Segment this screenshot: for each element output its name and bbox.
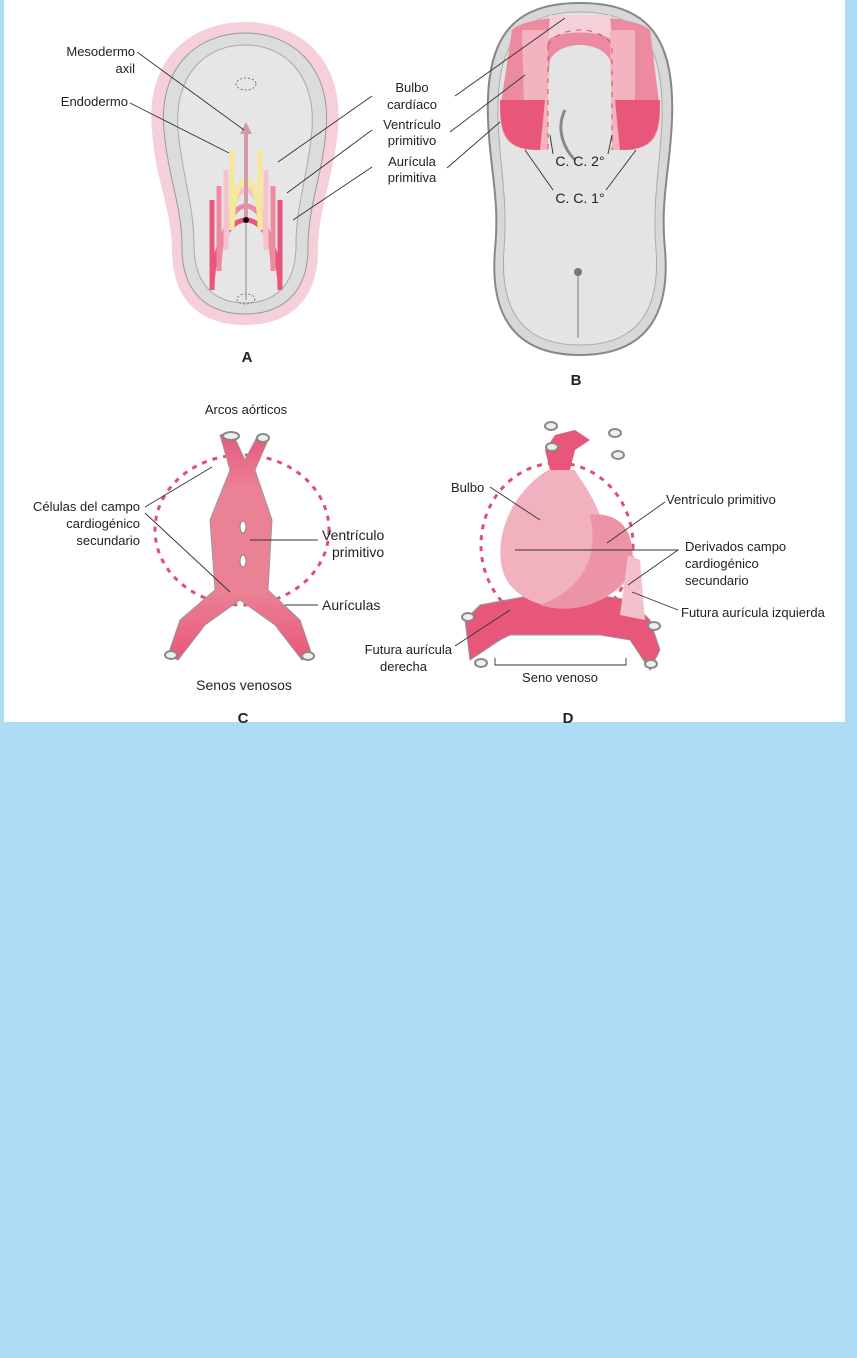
label-primitivo-c: primitivo: [332, 544, 384, 560]
label-cardiogenico: cardiogénico: [66, 516, 140, 531]
panel-letter-a: A: [242, 349, 253, 366]
label-auricula: Aurícula: [388, 154, 436, 169]
panel-d-leaders: [454, 486, 680, 666]
label-mesodermo-axil: axil: [115, 61, 135, 76]
panel-b-embryo: [486, 1, 674, 357]
label-senos-venosos: Senos venosos: [196, 677, 292, 693]
label-celulas-campo: Células del campo: [33, 499, 140, 514]
label-ventriculo-primitivo-d: Ventrículo primitivo: [666, 492, 776, 507]
label-secundario: secundario: [76, 533, 140, 548]
label-derecha: derecha: [380, 659, 428, 674]
label-futura-auricula-izquierda: Futura aurícula izquierda: [681, 605, 826, 620]
label-cc2: C. C. 2°: [555, 153, 604, 169]
label-seno-venoso: Seno venoso: [522, 670, 598, 685]
figure-panel: [4, 0, 845, 722]
label-bulbo-d: Bulbo: [451, 480, 484, 495]
heart-development-diagram: Mesodermo axil Endodermo Bulbo cardíaco …: [33, 1, 826, 727]
label-arcos-aorticos: Arcos aórticos: [205, 402, 288, 417]
panel-a-embryo: [151, 22, 339, 325]
label-derivados-secundario: secundario: [685, 573, 749, 588]
panel-c-heart-tube: [153, 431, 331, 661]
panel-letter-c: C: [238, 710, 249, 727]
label-mesodermo: Mesodermo: [66, 44, 135, 59]
panel-a-leaders: [129, 51, 373, 221]
label-cc1: C. C. 1°: [555, 190, 604, 206]
label-primitivo: primitivo: [388, 133, 436, 148]
label-bulbo: Bulbo: [395, 80, 428, 95]
label-ventriculo: Ventrículo: [383, 117, 441, 132]
label-cardiaco: cardíaco: [387, 97, 437, 112]
panel-letter-d: D: [563, 710, 574, 727]
panel-c-leaders: [144, 466, 318, 606]
label-auriculas: Aurículas: [322, 597, 380, 613]
label-primitiva: primitiva: [388, 170, 437, 185]
panel-letter-b: B: [571, 372, 582, 389]
label-futura-auricula-derecha: Futura aurícula: [365, 642, 453, 657]
label-endodermo: Endodermo: [61, 94, 128, 109]
label-derivados-cardiogenico: cardiogénico: [685, 556, 759, 571]
panel-d-heart-loop: [461, 421, 661, 671]
label-derivados-campo: Derivados campo: [685, 539, 786, 554]
label-ventriculo-c: Ventrículo: [322, 527, 384, 543]
panel-b-leaders: [446, 17, 637, 191]
